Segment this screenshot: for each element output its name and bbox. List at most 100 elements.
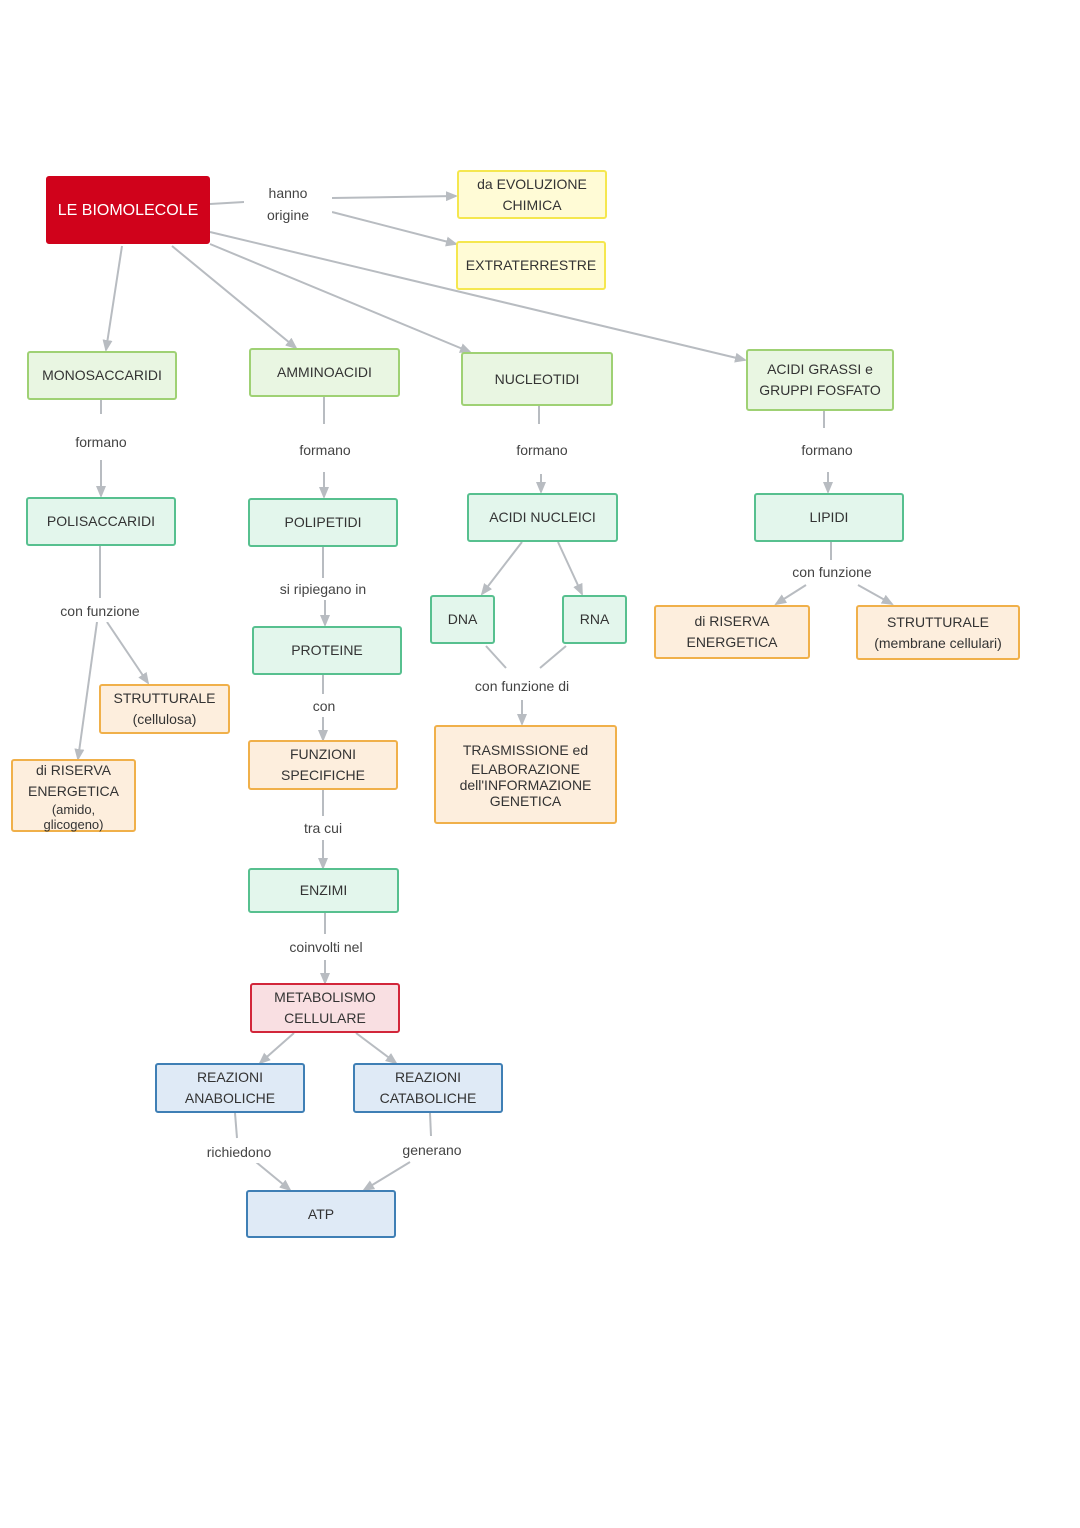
node-text: REAZIONI [196, 1069, 264, 1085]
acidi-grassi-node[interactable]: ACIDI GRASSI e GRUPPI FOSFATO [746, 349, 894, 411]
extraterrestre-node[interactable]: EXTRATERRESTRE [456, 241, 606, 290]
label-con-funzione-lipidi: con funzione [782, 561, 882, 583]
node-text: (amido, [51, 801, 96, 817]
node-text: PROTEINE [291, 642, 363, 658]
label-con: con [303, 695, 345, 717]
label-richiedono: richiedono [196, 1141, 282, 1163]
polisaccaridi-node[interactable]: POLISACCARIDI [26, 497, 176, 546]
edge [429, 1112, 432, 1137]
node-text: LIPIDI [809, 509, 849, 525]
label-tra-cui: tra cui [293, 817, 353, 839]
edge [485, 645, 507, 669]
label-formano-amminoacidi: formano [285, 439, 365, 461]
node-text: AMMINOACIDI [277, 364, 372, 380]
node-text: POLISACCARIDI [46, 513, 156, 529]
edge [774, 584, 807, 606]
trasmissione-node[interactable]: TRASMISSIONE ed ELABORAZIONE dell'INFORM… [434, 725, 617, 824]
root-node[interactable]: LE BIOMOLECOLE [46, 176, 210, 244]
label-hanno-origine: hanno origine [244, 182, 332, 226]
metabolismo-node[interactable]: METABOLISMO CELLULARE [250, 983, 400, 1033]
label-coinvolti-nel: coinvolti nel [278, 936, 374, 958]
edge [74, 621, 98, 761]
node-text: CATABOLICHE [379, 1090, 477, 1106]
polisaccaridi-riserva-node[interactable]: di RISERVA ENERGETICA (amido, glicogeno) [11, 759, 136, 832]
edge [209, 243, 472, 353]
node-text: ATP [307, 1205, 335, 1222]
node-text: EXTRATERRESTRE [465, 257, 597, 273]
label-si-ripiegano: si ripiegano in [266, 578, 380, 600]
polisaccaridi-strutturale-node[interactable]: STRUTTURALE (cellulosa) [99, 684, 230, 734]
atp-node[interactable]: ATP [246, 1190, 396, 1238]
node-text: POLIPETIDI [284, 514, 362, 530]
lipidi-riserva-node[interactable]: di RISERVA ENERGETICA [654, 605, 810, 659]
node-text: METABOLISMO [274, 989, 376, 1005]
proteine-node[interactable]: PROTEINE [252, 626, 402, 675]
edge [331, 191, 458, 202]
node-text: NUCLEOTIDI [494, 370, 580, 387]
node-text: MONOSACCARIDI [42, 367, 162, 383]
dna-node[interactable]: DNA [430, 595, 495, 644]
reazioni-cataboliche-node[interactable]: REAZIONI CATABOLICHE [353, 1063, 503, 1113]
label-formano-nucleotidi: formano [502, 439, 582, 461]
edge [209, 201, 245, 205]
edge [355, 1032, 398, 1065]
label-text: origine [266, 207, 310, 223]
edge [209, 231, 747, 363]
edge [258, 1032, 295, 1065]
edge [557, 541, 583, 596]
node-text: ACIDI GRASSI e [767, 361, 873, 377]
node-text: glicogeno) [43, 816, 104, 832]
edge [480, 541, 523, 596]
node-text: STRUTTURALE [887, 613, 989, 630]
node-text: ENERGETICA [686, 634, 778, 650]
acidi-nucleici-node[interactable]: ACIDI NUCLEICI [467, 493, 618, 542]
edge [255, 1161, 292, 1192]
node-text: (cellulosa) [132, 711, 197, 727]
edge [331, 211, 458, 247]
label-text: hanno [268, 185, 308, 201]
label-con-funzione-di: con funzione di [462, 675, 582, 697]
nucleotidi-node[interactable]: NUCLEOTIDI [461, 352, 613, 406]
reazioni-anaboliche-node[interactable]: REAZIONI ANABOLICHE [155, 1063, 305, 1113]
node-text: dell'INFORMAZIONE [459, 777, 592, 793]
node-text: GRUPPI FOSFATO [759, 382, 881, 398]
node-text: da EVOLUZIONE [477, 175, 587, 192]
node-text: ELABORAZIONE [471, 761, 580, 777]
node-text: CELLULARE [284, 1010, 366, 1026]
node-text: FUNZIONI [289, 746, 357, 762]
node-text: CHIMICA [502, 196, 562, 213]
node-text: ANABOLICHE [184, 1090, 276, 1106]
edge [857, 584, 894, 605]
label-con-funzione-polisaccaridi: con funzione [50, 600, 150, 622]
node-text: ENZIMI [299, 882, 348, 898]
edge [102, 245, 123, 352]
node-text: REAZIONI [394, 1069, 462, 1085]
monosaccaridi-node[interactable]: MONOSACCARIDI [27, 351, 177, 400]
rna-node[interactable]: RNA [562, 595, 627, 644]
lipidi-node[interactable]: LIPIDI [754, 493, 904, 542]
label-generano: generano [394, 1139, 470, 1161]
node-text: di RISERVA [36, 761, 111, 778]
funzioni-specifiche-node[interactable]: FUNZIONI SPECIFICHE [248, 740, 398, 790]
node-text: GENETICA [489, 793, 562, 809]
edge [362, 1161, 411, 1192]
polipetidi-node[interactable]: POLIPETIDI [248, 498, 398, 547]
node-text: (membrane cellulari) [874, 634, 1002, 651]
evoluzione-chimica-node[interactable]: da EVOLUZIONE CHIMICA [457, 170, 607, 219]
label-formano-acidi-grassi: formano [787, 439, 867, 461]
root-label: LE BIOMOLECOLE [57, 201, 199, 219]
edge [106, 621, 150, 685]
edge [234, 1112, 238, 1139]
edge [171, 245, 298, 350]
label-formano-monosaccaridi: formano [61, 431, 141, 453]
enzimi-node[interactable]: ENZIMI [248, 868, 399, 913]
node-text: TRASMISSIONE ed [462, 742, 589, 758]
node-text: ACIDI NUCLEICI [489, 509, 596, 525]
node-text: STRUTTURALE [113, 690, 216, 706]
node-text: SPECIFICHE [280, 767, 365, 783]
amminoacidi-node[interactable]: AMMINOACIDI [249, 348, 400, 397]
node-text: DNA [447, 611, 478, 627]
node-text: RNA [579, 611, 610, 627]
lipidi-strutturale-node[interactable]: STRUTTURALE (membrane cellulari) [856, 605, 1020, 660]
